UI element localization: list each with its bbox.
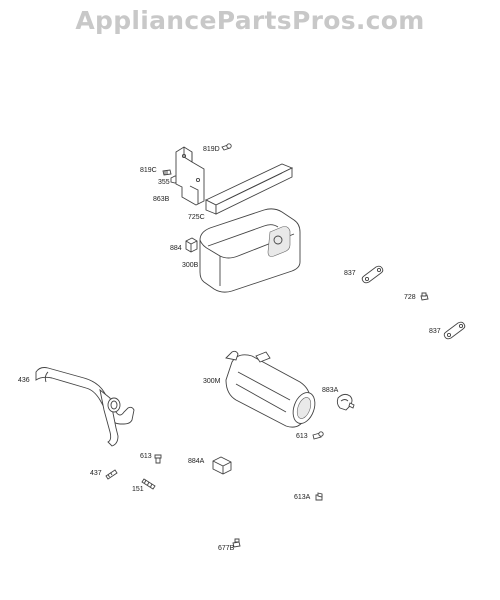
label-part-819c[interactable]: 819C (140, 167, 157, 174)
part-677b-screw[interactable] (232, 538, 241, 548)
label-part-883a[interactable]: 883A (322, 387, 339, 394)
label-part-728[interactable]: 728 (404, 294, 416, 301)
label-part-884a[interactable]: 884A (188, 458, 205, 465)
label-part-437[interactable]: 437 (90, 470, 102, 477)
part-863b-bracket[interactable] (175, 146, 205, 206)
label-part-300b[interactable]: 300B (182, 262, 199, 269)
label-part-725c[interactable]: 725C (188, 214, 205, 221)
part-883a-clamp[interactable] (336, 393, 355, 411)
label-part-837-lower[interactable]: 837 (429, 328, 441, 335)
label-part-151[interactable]: 151 (132, 486, 144, 493)
part-837-strap-upper[interactable] (361, 265, 384, 284)
part-884a-clamp[interactable] (212, 456, 232, 475)
part-837-strap-lower[interactable] (443, 321, 466, 340)
part-613a-screw[interactable] (315, 492, 323, 501)
part-728-screw[interactable] (420, 292, 429, 301)
label-part-884[interactable]: 884 (170, 245, 182, 252)
label-part-819d[interactable]: 819D (203, 146, 220, 153)
part-725c-heat-shield[interactable] (204, 163, 294, 215)
label-part-613a[interactable]: 613A (294, 494, 311, 501)
label-part-613-right[interactable]: 613 (296, 433, 308, 440)
part-819d-screw[interactable] (221, 143, 232, 151)
label-part-863b[interactable]: 863B (153, 196, 170, 203)
label-part-355[interactable]: 355 (158, 179, 170, 186)
part-819c-screw[interactable] (162, 169, 172, 176)
label-part-436[interactable]: 436 (18, 377, 30, 384)
label-part-613-center[interactable]: 613 (140, 453, 152, 460)
part-437-bolt[interactable] (105, 469, 118, 480)
part-300b-muffler[interactable] (199, 208, 301, 293)
part-151-stud[interactable] (141, 478, 156, 490)
part-436-exhaust-pipe[interactable] (35, 367, 135, 447)
watermark-logo: AppliancePartsPros.com (75, 6, 425, 35)
label-part-300m[interactable]: 300M (203, 378, 221, 385)
label-part-837-upper[interactable]: 837 (344, 270, 356, 277)
part-613-screw-right[interactable] (312, 431, 324, 440)
part-884-clamp[interactable] (185, 237, 198, 253)
label-part-677b[interactable]: 677B (218, 545, 235, 552)
part-613-screw-center[interactable] (154, 454, 162, 464)
part-300m-muffler-cylinder[interactable] (225, 350, 319, 428)
